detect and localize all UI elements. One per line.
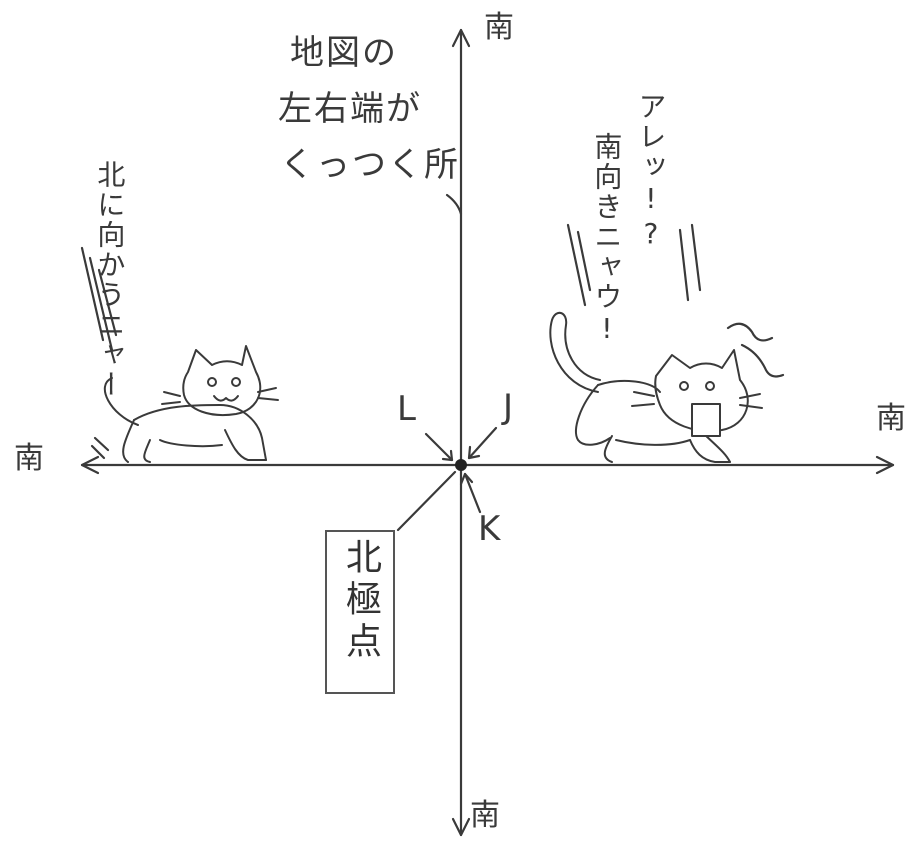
- left-cat: [103, 345, 279, 463]
- north-pole-label-box: 北極点: [325, 530, 395, 694]
- arrow-down-icon: [451, 817, 471, 837]
- direction-right-label: 南: [876, 401, 906, 436]
- direction-bottom-label: 南: [470, 798, 500, 833]
- right-cat-speech-line-1: アレッ!?: [634, 92, 668, 252]
- direction-left-label: 南: [14, 441, 44, 476]
- right-motion-lines: [566, 223, 785, 378]
- j-arrow: [467, 426, 498, 460]
- l-arrow-head: [441, 449, 454, 462]
- left-motion-lines: [80, 246, 118, 460]
- right-cat-speech-line-2: 南向きニャウ!: [590, 132, 624, 347]
- direction-top-label: 南: [484, 10, 514, 45]
- l-arrow: [424, 432, 454, 462]
- k-arrow: [463, 472, 482, 514]
- right-cat: [549, 311, 763, 463]
- marker-l: L: [397, 389, 416, 429]
- north-pole-dot: [455, 459, 467, 471]
- map-edge-note-line-3: くっつく所: [280, 145, 460, 185]
- map-edge-note-line-1: 地図の: [290, 33, 398, 73]
- left-cat-speech: 北に向かうニャー: [93, 160, 127, 400]
- arrow-up-icon: [451, 28, 471, 48]
- marker-k: K: [478, 509, 501, 549]
- north-pole-label: 北極点: [340, 538, 381, 664]
- arrow-left-icon: [80, 455, 100, 475]
- arrow-right-icon: [875, 455, 895, 475]
- map-edge-note-line-2: 左右端が: [278, 89, 422, 129]
- marker-j: J: [503, 387, 514, 427]
- pole-pointer-line: [396, 470, 457, 532]
- map-edge-tick: [445, 193, 463, 216]
- k-arrow-head: [459, 472, 474, 486]
- j-arrow-head: [467, 445, 481, 460]
